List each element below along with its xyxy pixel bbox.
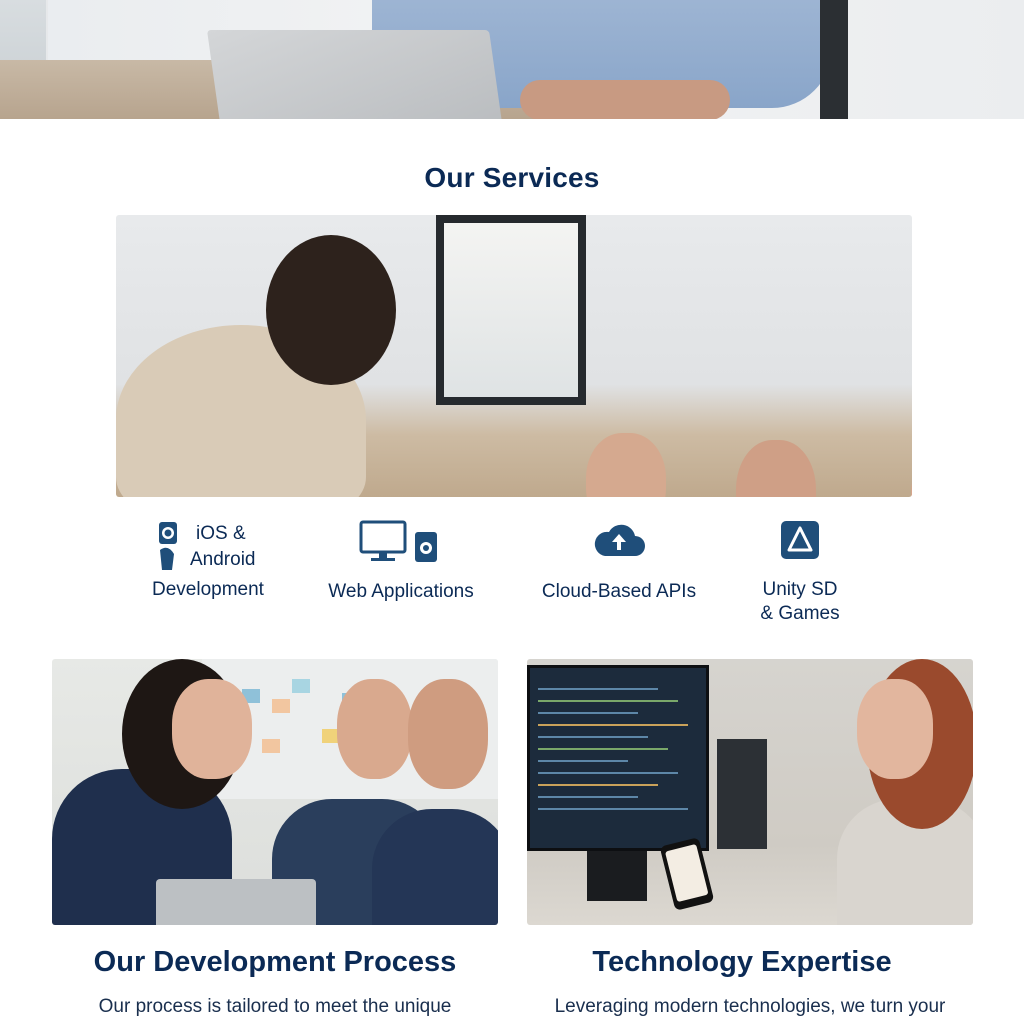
service-label: Cloud-Based APIs bbox=[541, 581, 697, 602]
photo-speaker bbox=[717, 739, 767, 849]
service-label-line1: iOS & bbox=[196, 523, 246, 544]
technology-expertise-text: Leveraging modern technologies, we turn … bbox=[554, 996, 946, 1017]
service-label-line2: Android bbox=[190, 549, 256, 570]
photo-person-2-face bbox=[586, 433, 666, 497]
service-label-line2: & Games bbox=[760, 603, 840, 624]
service-ios-android[interactable]: iOS & Android Development bbox=[132, 520, 284, 602]
monitor-stand bbox=[587, 851, 647, 901]
service-unity-games[interactable]: Unity SD & Games bbox=[740, 520, 860, 626]
service-label-line3: Development bbox=[152, 579, 264, 600]
service-web-applications[interactable]: Web Applications bbox=[312, 520, 490, 604]
unity-icon bbox=[781, 521, 819, 559]
desktop-icon bbox=[359, 520, 437, 562]
photo-laptop bbox=[156, 879, 316, 925]
service-cloud-apis[interactable]: Cloud-Based APIs bbox=[530, 520, 708, 604]
services-team-photo bbox=[116, 215, 912, 497]
photo-woman-face bbox=[172, 679, 252, 779]
hero-hand bbox=[520, 80, 730, 119]
hero-chair bbox=[820, 0, 848, 119]
photo-man-1-face bbox=[337, 679, 412, 779]
photo-man-2-face bbox=[408, 679, 488, 789]
mobile-icon bbox=[159, 522, 177, 570]
development-process-photo bbox=[52, 659, 498, 925]
photo-monitor bbox=[527, 665, 709, 851]
development-process-title: Our Development Process bbox=[93, 946, 457, 978]
photo-woman-face bbox=[857, 679, 933, 779]
service-label: Web Applications bbox=[328, 581, 474, 602]
cloud-upload-icon bbox=[594, 524, 645, 556]
photo-person-3-face bbox=[736, 440, 816, 497]
technology-expertise-photo bbox=[527, 659, 973, 925]
development-process-text: Our process is tailored to meet the uniq… bbox=[98, 996, 452, 1017]
services-title: Our Services bbox=[424, 162, 600, 193]
photo-man-2 bbox=[372, 809, 498, 925]
service-label-line1: Unity SD bbox=[762, 579, 838, 600]
photo-window bbox=[436, 215, 586, 405]
photo-person-4-face bbox=[911, 445, 912, 497]
technology-expertise-title: Technology Expertise bbox=[592, 946, 892, 978]
photo-person-1-hair bbox=[266, 235, 396, 385]
hero-image bbox=[0, 0, 1024, 119]
hero-laptop bbox=[206, 30, 504, 119]
